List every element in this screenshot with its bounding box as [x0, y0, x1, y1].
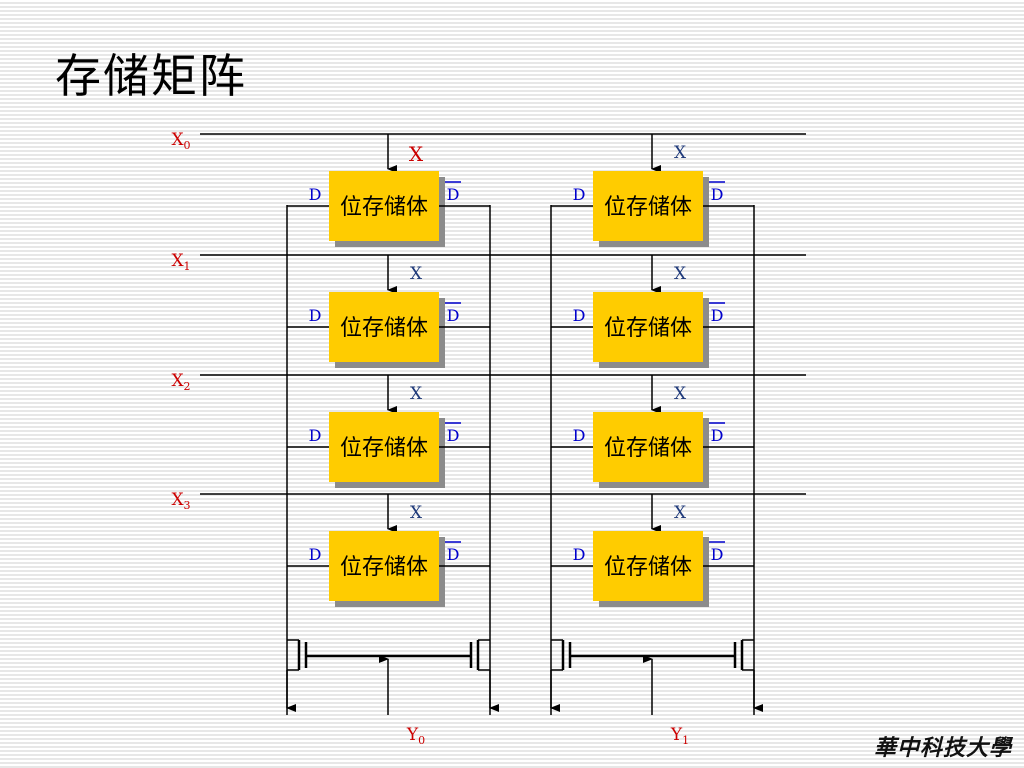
memory-cell — [329, 531, 439, 601]
memory-cell-label: 位存储体 — [604, 316, 692, 341]
column-label: Y1 — [670, 725, 689, 747]
data-label-d: D — [573, 545, 586, 564]
data-label-d: D — [309, 545, 322, 564]
university-logo: 華中科技大學 — [873, 735, 1012, 761]
memory-cell-label: 位存储体 — [340, 436, 428, 461]
column-label: Y0 — [406, 725, 425, 747]
memory-cell-label: 位存储体 — [340, 555, 428, 580]
memory-cell-label: 位存储体 — [604, 436, 692, 461]
data-label-d-bar: D — [447, 426, 460, 445]
memory-cell — [329, 292, 439, 362]
cell-select-label: X — [409, 142, 424, 166]
row-label: X1 — [171, 251, 190, 273]
memory-cell-label: 位存储体 — [340, 195, 428, 220]
cell-select-label: X — [674, 384, 687, 404]
data-label-d-bar: D — [447, 545, 460, 564]
memory-cell — [329, 171, 439, 241]
memory-cell — [593, 531, 703, 601]
cell-select-label: X — [674, 503, 687, 523]
memory-cell-label: 位存储体 — [604, 195, 692, 220]
data-label-d: D — [573, 306, 586, 325]
data-label-d: D — [309, 185, 322, 204]
cell-select-label: X — [674, 264, 687, 284]
memory-cell-label: 位存储体 — [340, 316, 428, 341]
data-label-d: D — [573, 426, 586, 445]
data-label-d-bar: D — [711, 545, 724, 564]
page-title: 存储矩阵 — [55, 49, 247, 103]
data-label-d-bar: D — [711, 306, 724, 325]
data-label-d: D — [309, 426, 322, 445]
row-label: X3 — [171, 490, 190, 512]
data-label-d-bar: D — [447, 185, 460, 204]
memory-cell — [593, 412, 703, 482]
row-label: X0 — [171, 130, 190, 152]
data-label-d-bar: D — [711, 185, 724, 204]
memory-cell-label: 位存储体 — [604, 555, 692, 580]
memory-cell — [329, 412, 439, 482]
memory-cell — [593, 292, 703, 362]
cell-select-label: X — [410, 503, 423, 523]
cell-select-label: X — [410, 264, 423, 284]
memory-cell — [593, 171, 703, 241]
cell-select-label: X — [674, 143, 687, 163]
data-label-d: D — [309, 306, 322, 325]
row-label: X2 — [171, 371, 190, 393]
cell-select-label: X — [410, 384, 423, 404]
data-label-d-bar: D — [447, 306, 460, 325]
data-label-d-bar: D — [711, 426, 724, 445]
data-label-d: D — [573, 185, 586, 204]
